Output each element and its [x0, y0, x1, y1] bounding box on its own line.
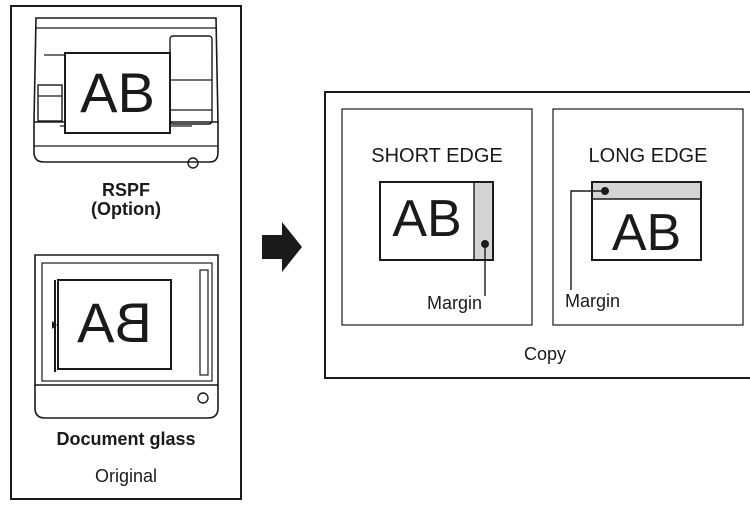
long-edge-doc-text: AB: [611, 204, 682, 262]
glass-document: [57, 279, 172, 370]
glass-doc-text: BA: [77, 291, 152, 354]
short-edge-doc-text: AB: [392, 190, 462, 248]
short-edge-title: SHORT EDGE: [371, 145, 503, 167]
long-edge-leader: [570, 190, 605, 290]
document-glass-label: Document glass: [56, 429, 196, 449]
long-edge-title: LONG EDGE: [588, 145, 708, 167]
copy-panel: [324, 91, 750, 379]
short-edge-document: [379, 181, 494, 261]
original-caption: Original: [94, 466, 158, 486]
short-edge-margin-label: Margin: [427, 293, 483, 313]
original-panel: [10, 5, 242, 500]
short-edge-margin: [474, 182, 493, 260]
rspf-document: [64, 52, 171, 134]
long-edge-margin: [592, 182, 701, 199]
rspf-label: RSPF: [101, 180, 150, 200]
glass-pointer-icon: [52, 321, 57, 329]
rspf-doc-text: AB: [80, 61, 155, 124]
short-edge-panel: [341, 108, 533, 326]
long-edge-margin-label: Margin: [565, 291, 621, 311]
long-edge-document: [591, 181, 702, 261]
rspf-option-label: (Option): [91, 199, 161, 219]
long-edge-panel: [552, 108, 744, 326]
right-arrow-icon: [262, 222, 302, 272]
copy-caption: Copy: [523, 344, 567, 364]
